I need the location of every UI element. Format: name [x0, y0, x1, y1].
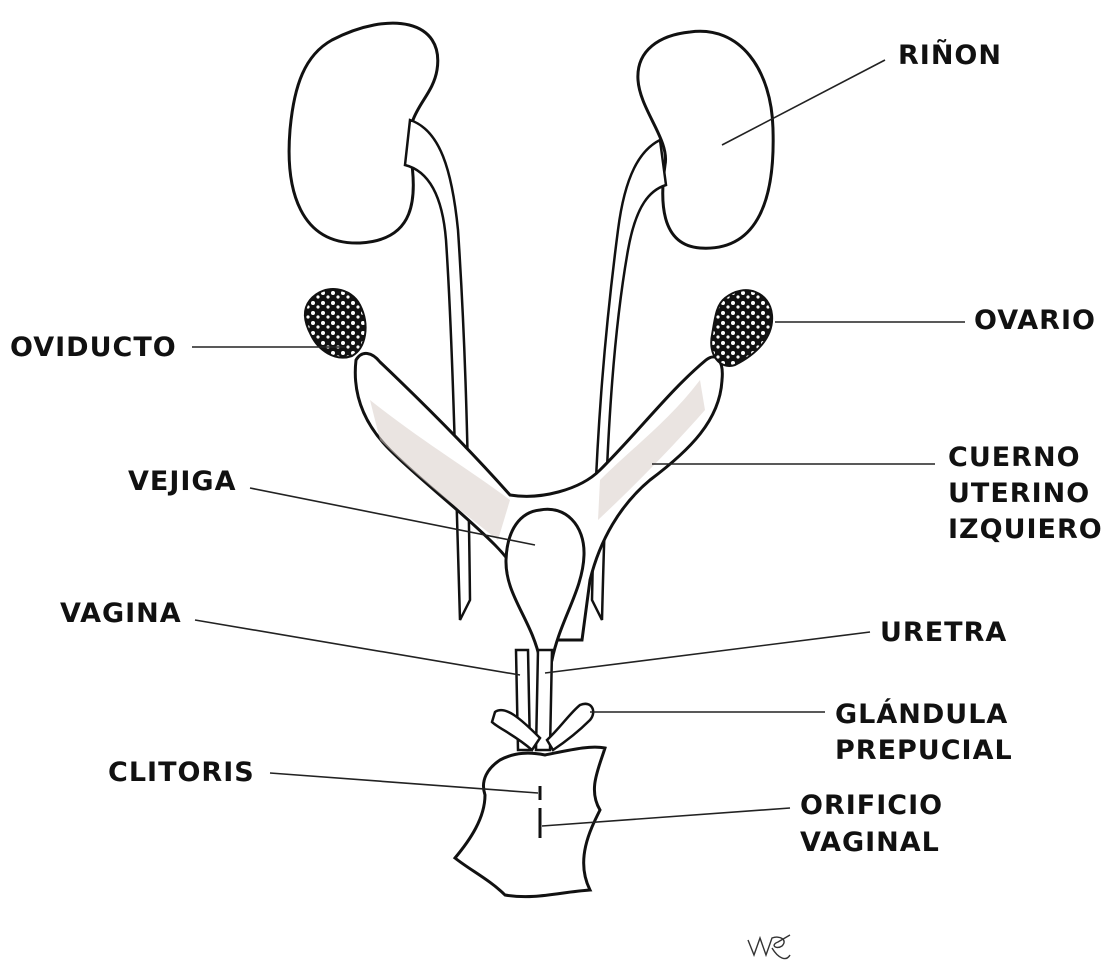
label-orificio-1: ORIFICIO	[800, 790, 943, 821]
label-vagina: VAGINA	[60, 598, 182, 629]
label-glandula-2: PREPUCIAL	[835, 735, 1013, 766]
leader-uretra	[545, 632, 870, 673]
label-vejiga: VEJIGA	[128, 466, 237, 497]
label-cuerno-3: IZQUIERO	[948, 514, 1103, 545]
right-preputial-gland	[547, 704, 593, 750]
label-glandula-1: GLÁNDULA	[835, 698, 1008, 730]
right-ovary	[711, 290, 772, 366]
left-preputial-gland	[492, 710, 540, 750]
vulva	[455, 747, 605, 897]
leader-vagina	[195, 620, 520, 675]
label-rinon: RIÑON	[898, 39, 1002, 71]
label-cuerno-1: CUERNO	[948, 442, 1081, 473]
label-oviducto: OVIDUCTO	[10, 332, 177, 363]
label-clitoris: CLITORIS	[108, 757, 255, 788]
right-ureter	[592, 140, 666, 620]
label-ovario: OVARIO	[974, 305, 1096, 336]
label-cuerno-2: UTERINO	[948, 478, 1090, 509]
label-orificio-2: VAGINAL	[800, 827, 940, 858]
left-ureter	[405, 120, 470, 620]
signature	[748, 935, 790, 959]
label-uretra: URETRA	[880, 617, 1007, 648]
